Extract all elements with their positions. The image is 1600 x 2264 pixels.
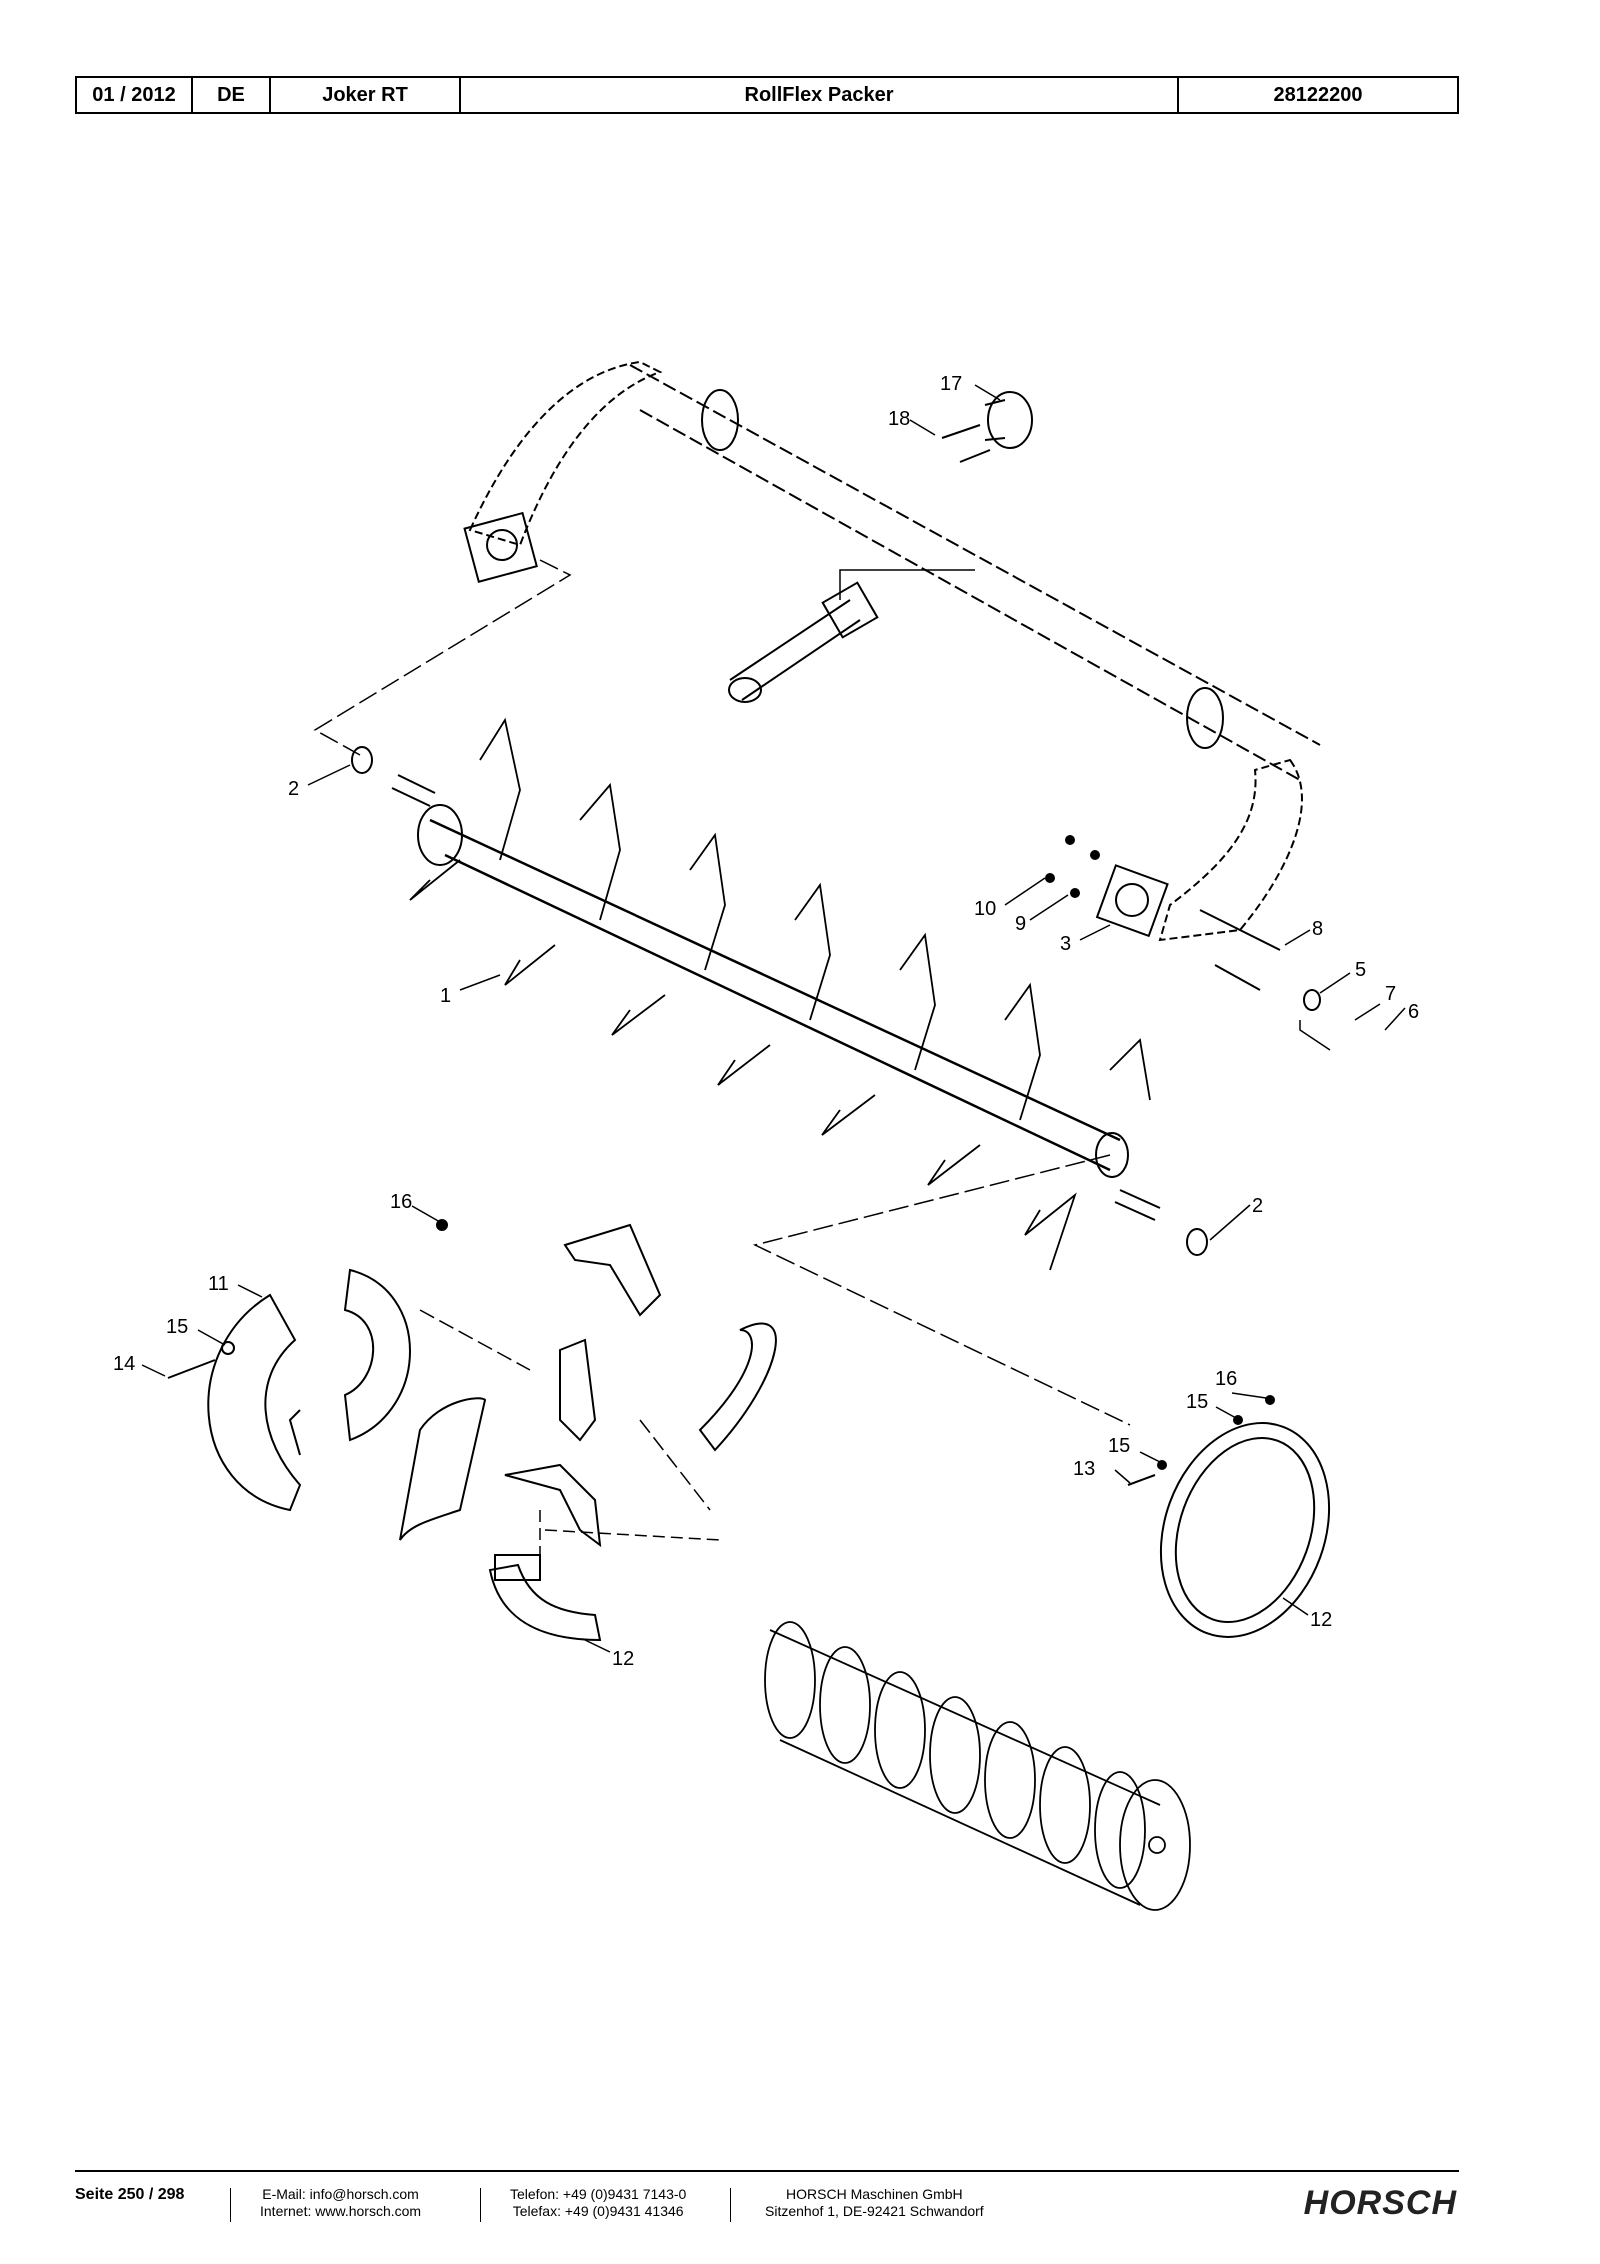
callout-6: 6 [1408, 1001, 1419, 1023]
leader-bracket-6-7 [1299, 1020, 1331, 1051]
header-model: Joker RT [271, 78, 461, 112]
callout-1: 1 [440, 985, 451, 1007]
rotor-end-right [1095, 1132, 1129, 1178]
callout-15-right-b: 15 [1108, 1435, 1130, 1457]
shaft-stub-right [1114, 1189, 1161, 1221]
shaft-stub-left [391, 774, 436, 807]
callout-14: 14 [113, 1353, 135, 1375]
screw-13 [1127, 1474, 1156, 1486]
seal-ring-2-top [351, 746, 373, 774]
footer-internet[interactable]: Internet: www.horsch.com [260, 2203, 422, 2219]
callout-16-left: 16 [390, 1191, 412, 1213]
tine-segment-right [698, 1322, 777, 1452]
footer-separator [230, 2188, 231, 2222]
rotor-tines [409, 717, 1151, 1271]
footer-separator [730, 2188, 731, 2222]
nut-10 [1045, 873, 1055, 883]
callout-12-right: 12 [1310, 1609, 1332, 1631]
company-address: HORSCH Maschinen GmbH Sitzenhof 1, DE-92… [765, 2186, 984, 2220]
header-assembly: RollFlex Packer [461, 78, 1179, 112]
assembled-roller [764, 1621, 1191, 1911]
tube-collar-right [1186, 687, 1224, 749]
seal-ring-2-bottom [1186, 1228, 1208, 1256]
header-table: 01 / 2012 DE Joker RT RollFlex Packer 28… [75, 76, 1459, 114]
header-part-number: 28122200 [1273, 83, 1363, 106]
leader-dashed-3 [752, 1154, 1131, 1426]
screw-18b [959, 449, 991, 463]
washer-5 [1303, 989, 1321, 1011]
footer-address: Sitzenhof 1, DE-92421 Schwandorf [765, 2203, 984, 2219]
footer-fax: Telefax: +49 (0)9431 41346 [512, 2203, 684, 2219]
washer-15-left [221, 1341, 235, 1355]
callout-7: 7 [1385, 983, 1396, 1005]
mount-plate-17 [987, 391, 1033, 449]
bolt-8a [1199, 909, 1281, 951]
ring-segment-12-bottom [488, 1563, 602, 1642]
callout-2-bottom: 2 [1252, 1195, 1263, 1217]
rotor-end-left [417, 804, 463, 866]
rotor-shaft [429, 818, 1121, 1172]
footer-phone: Telefon: +49 (0)9431 7143-0 [510, 2186, 687, 2202]
shield-half-left [343, 1268, 411, 1442]
callout-18: 18 [888, 408, 910, 430]
header-date: 01 / 2012 [77, 78, 193, 112]
callout-12-bottom: 12 [612, 1648, 634, 1670]
contact-online: E-Mail: info@horsch.com Internet: www.ho… [260, 2186, 421, 2220]
footer-separator [480, 2188, 481, 2222]
leader-dashed-4 [419, 1309, 711, 1511]
screw-14 [167, 1359, 216, 1379]
ring-segment-12-right [1159, 1422, 1331, 1638]
bearing-flange-3 [1095, 864, 1169, 938]
tine-segment-left [399, 1397, 487, 1541]
roller-end-disk [1119, 1779, 1191, 1911]
callout-5: 5 [1355, 959, 1366, 981]
callout-16-right: 16 [1215, 1368, 1237, 1390]
footer: Seite 250 / 298 E-Mail: info@horsch.com … [75, 2184, 1459, 2234]
bolt-8b [1214, 964, 1261, 991]
callout-15-right-a: 15 [1186, 1391, 1208, 1413]
callout-11: 11 [208, 1273, 229, 1295]
frame-arm-left [468, 360, 663, 547]
frame-cross-tube [629, 364, 1321, 781]
callout-13: 13 [1073, 1458, 1095, 1480]
callout-15-left: 15 [166, 1316, 188, 1338]
shield-disk-11 [207, 1293, 302, 1512]
hydraulic-cylinder [729, 599, 861, 701]
frame-arm-right [1158, 758, 1303, 942]
horsch-logo: HORSCH [1303, 2184, 1457, 2222]
cylinder-head [821, 581, 879, 639]
screw-18a [941, 424, 981, 439]
page-number: Seite 250 / 298 [75, 2186, 185, 2203]
footer-email[interactable]: E-Mail: info@horsch.com [262, 2186, 419, 2202]
bearing-housing-top [463, 511, 538, 583]
footer-company: HORSCH Maschinen GmbH [786, 2186, 963, 2202]
tine-segment-mid [559, 1338, 597, 1442]
leader-dashed-2 [839, 569, 975, 600]
leader-dashed-5 [539, 1510, 721, 1560]
callout-2-top: 2 [288, 778, 299, 800]
footer-rule [75, 2170, 1459, 2172]
callout-10: 10 [974, 898, 996, 920]
callout-8: 8 [1312, 918, 1323, 940]
tube-collar-left [701, 389, 739, 451]
nut-16-right [1265, 1395, 1275, 1405]
contact-phone: Telefon: +49 (0)9431 7143-0 Telefax: +49… [510, 2186, 686, 2220]
callout-17: 17 [940, 373, 962, 395]
callout-9: 9 [1015, 913, 1026, 935]
header-language: DE [193, 78, 271, 112]
tine-segment-low [504, 1463, 602, 1548]
washer-9 [1070, 888, 1080, 898]
tine-segment-top [563, 1223, 662, 1317]
leader-dashed-1 [313, 559, 572, 756]
callout-3: 3 [1060, 933, 1071, 955]
